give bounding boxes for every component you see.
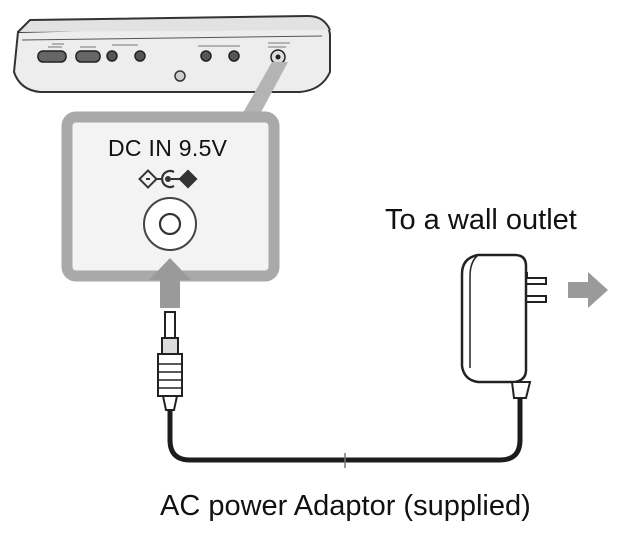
wall-outlet-label: To a wall outlet <box>385 204 577 237</box>
dc-jack-icon <box>144 198 196 250</box>
power-cable <box>170 398 520 468</box>
device-jack <box>229 51 239 61</box>
ac-adaptor-label: AC power Adaptor (supplied) <box>160 490 531 523</box>
right-arrow-icon <box>568 272 608 308</box>
mode-switch <box>76 51 100 62</box>
dc-in-label: DC IN 9.5V <box>108 135 227 162</box>
device-jack <box>201 51 211 61</box>
power-switch <box>38 51 66 62</box>
portable-player-device <box>14 16 330 92</box>
ac-adaptor-icon <box>462 255 546 398</box>
dc-plug <box>158 312 182 410</box>
device-jack <box>107 51 117 61</box>
device-jack <box>135 51 145 61</box>
